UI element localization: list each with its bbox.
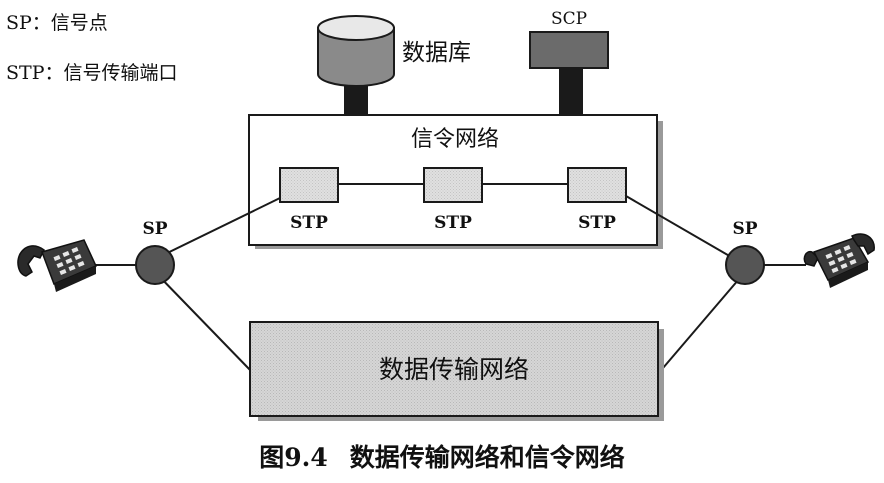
- scp-box: [529, 31, 609, 69]
- data-network: 数据传输网络: [249, 321, 664, 421]
- links: [93, 183, 806, 373]
- telephone-left-icon: [17, 239, 98, 292]
- database: 数据库: [317, 15, 471, 116]
- link-sp-left-datanet: [154, 271, 253, 373]
- sp-left-label: SP: [142, 219, 167, 239]
- sp-right: [725, 245, 765, 285]
- link-sp-left-stp1: [154, 197, 281, 260]
- link-stp3-sp-right: [625, 195, 746, 266]
- figure-caption: 图9.4 数据传输网络和信令网络: [0, 438, 884, 474]
- stp-nodes: STP STP STP: [279, 167, 627, 233]
- data-network-box: [249, 321, 659, 417]
- scp-connector: [559, 66, 583, 116]
- legend-stp: STP：信号传输端口: [6, 62, 178, 84]
- stp-box-3: [567, 167, 627, 203]
- signaling-network-label: 信令网络: [411, 127, 499, 152]
- stp-label-1: STP: [290, 213, 328, 233]
- database-label: 数据库: [402, 40, 471, 66]
- telephone-right-icon: [803, 233, 875, 288]
- database-cylinder-top: [317, 15, 395, 41]
- link-sp-right-datanet: [662, 271, 746, 369]
- stp-label-3: STP: [578, 213, 616, 233]
- figure-title: 数据传输网络和信令网络: [349, 443, 625, 472]
- stp-label-2: STP: [434, 213, 472, 233]
- stp-box-2: [423, 167, 483, 203]
- data-network-label: 数据传输网络: [379, 355, 529, 384]
- signal-points: SP SP: [135, 219, 765, 285]
- scp: SCP: [529, 9, 609, 116]
- scp-label: SCP: [551, 9, 587, 29]
- figure-number: 图9.4: [259, 443, 328, 472]
- sp-right-label: SP: [732, 219, 757, 239]
- sp-left: [135, 245, 175, 285]
- stp-box-1: [279, 167, 339, 203]
- legend-sp: SP：信号点: [6, 12, 108, 34]
- database-cylinder-body: [317, 27, 395, 87]
